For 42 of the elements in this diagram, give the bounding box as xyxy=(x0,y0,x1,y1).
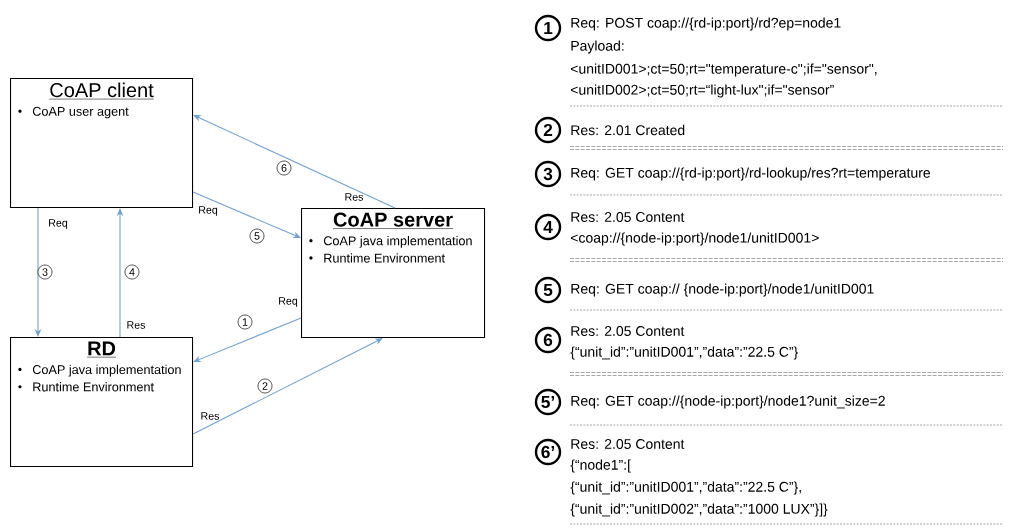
bullet-item: CoAP user agent xyxy=(18,106,129,119)
message-text: {“unit_id”:”unitID002”,”data”:”1000 LUX”}]} xyxy=(570,503,828,517)
edge-label: 6 xyxy=(276,160,292,176)
bullet-item: CoAP java implementation xyxy=(309,236,472,248)
message-text: {“unit_id”:”unitID001”,”data”:”22.5 C”}, xyxy=(570,481,801,495)
edge-label: 1 xyxy=(237,314,253,330)
message-type-label: Res xyxy=(201,412,220,420)
bullet-item: CoAP java implementation xyxy=(18,364,181,377)
message-text: Res: 2.05 Content xyxy=(571,326,685,336)
message-type-label: Res xyxy=(127,321,146,329)
process-box xyxy=(10,337,194,468)
edge-label: 3 xyxy=(37,264,53,280)
message-text: <unitID002>;ct=50;rt=“light-lux";if="sensor” xyxy=(570,84,834,98)
bullet-item: Runtime Environment xyxy=(18,382,154,392)
message-type-label: Res xyxy=(345,193,364,201)
arrow xyxy=(192,191,301,238)
box-title: CoAP client xyxy=(49,82,155,100)
message-text: {“node1”:[ xyxy=(570,459,631,473)
box-title: RD xyxy=(86,341,117,358)
edge-label: 2 xyxy=(257,378,273,394)
edge-label: 4 xyxy=(124,264,140,280)
message-text: {“unit_id”:”unitID001”,”data”:”22.5 C”} xyxy=(570,346,798,360)
message-text: <coap://{node-ip:port}/node1/unitID001> xyxy=(570,232,819,246)
process-box xyxy=(301,208,486,339)
message-type-label: Req xyxy=(49,219,68,229)
box-title: CoAP server xyxy=(332,212,454,229)
message-text: Res: 2.05 Content xyxy=(571,439,685,449)
arrow xyxy=(192,338,383,435)
message-text: Req: GET coap:// {node-ip:port}/node1/unitID001 xyxy=(571,283,874,297)
message-text: Req: GET coap://{rd-ip:port}/rd-lookup/res?rt=temperature xyxy=(571,167,931,181)
message-text: Req: POST coap://{rd-ip:port}/rd?ep=node1 xyxy=(571,17,841,31)
message-type-label: Req xyxy=(199,206,218,216)
bullet-item: Runtime Environment xyxy=(309,253,445,263)
message-text: Req: GET coap://{node-ip:port}/node1?unit_size=2 xyxy=(571,395,885,409)
arrow xyxy=(193,115,396,209)
message-text: Payload: xyxy=(571,40,624,54)
arrow xyxy=(193,317,302,363)
message-text: <unitID001>;ct=50;rt="temperature-c";if="sensor", xyxy=(570,63,877,77)
process-box xyxy=(10,78,194,209)
edge-label: 5 xyxy=(249,228,265,244)
message-text: Res: 2.01 Created xyxy=(571,124,685,136)
message-text: Res: 2.05 Content xyxy=(571,212,685,222)
